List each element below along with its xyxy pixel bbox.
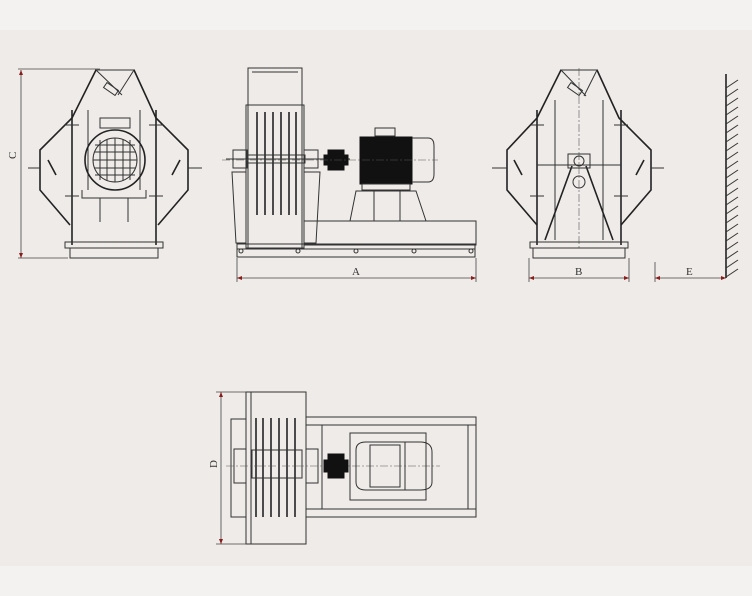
wall-hatch-line bbox=[725, 259, 739, 269]
wall-hatch-line bbox=[725, 250, 739, 260]
wall-hatch-line bbox=[725, 232, 739, 242]
wall bbox=[725, 74, 739, 278]
fan-housing bbox=[247, 67, 303, 249]
front-view bbox=[28, 69, 202, 259]
dimension-e: E bbox=[654, 262, 726, 282]
wall-hatch-line bbox=[725, 79, 739, 89]
dimension-label-a: A bbox=[352, 266, 360, 278]
dimension-label-d: D bbox=[208, 460, 220, 468]
wall-hatch-line bbox=[725, 160, 739, 170]
wall-hatch-line bbox=[725, 124, 739, 134]
motor-body bbox=[359, 136, 413, 185]
dimension-a: A bbox=[236, 258, 477, 282]
impeller-blades-top bbox=[255, 418, 296, 517]
wall-hatch-line bbox=[725, 115, 739, 125]
wall-hatch-line bbox=[725, 241, 739, 251]
wall-hatch-line bbox=[725, 214, 739, 224]
motor-fan-cover bbox=[84, 129, 146, 191]
dimension-d: D bbox=[208, 391, 246, 545]
motor-grille bbox=[92, 137, 138, 183]
rear-view bbox=[492, 68, 664, 259]
motor-base-plate bbox=[349, 432, 427, 501]
wall-hatch-line bbox=[725, 178, 739, 188]
wall-hatch-line bbox=[725, 196, 739, 206]
dimension-label-c: C bbox=[7, 152, 19, 159]
wall-hatch-line bbox=[725, 142, 739, 152]
wall-hatch-line bbox=[725, 88, 739, 98]
dimension-label-b: B bbox=[575, 266, 582, 278]
motor-terminal-box bbox=[99, 117, 131, 129]
dimension-b: B bbox=[528, 258, 630, 282]
wall-hatch-line bbox=[725, 151, 739, 161]
wall-hatch-line bbox=[725, 97, 739, 107]
inspection-latch bbox=[102, 81, 120, 97]
dimension-label-e: E bbox=[686, 266, 693, 278]
wall-hatch-line bbox=[725, 133, 739, 143]
wall-hatch-line bbox=[725, 223, 739, 233]
rear-bearing bbox=[567, 153, 591, 169]
wall-hatch-line bbox=[725, 106, 739, 116]
motor-top bbox=[355, 441, 433, 491]
wall-hatch-line bbox=[725, 187, 739, 197]
drawing-sheet bbox=[0, 30, 752, 566]
wall-hatch-line bbox=[725, 169, 739, 179]
dimension-c: C bbox=[7, 68, 100, 259]
wall-hatch-line bbox=[725, 205, 739, 215]
wall-hatch-line bbox=[725, 268, 739, 278]
fan-housing-top bbox=[245, 391, 307, 545]
side-view bbox=[222, 67, 477, 258]
top-view bbox=[226, 391, 477, 545]
